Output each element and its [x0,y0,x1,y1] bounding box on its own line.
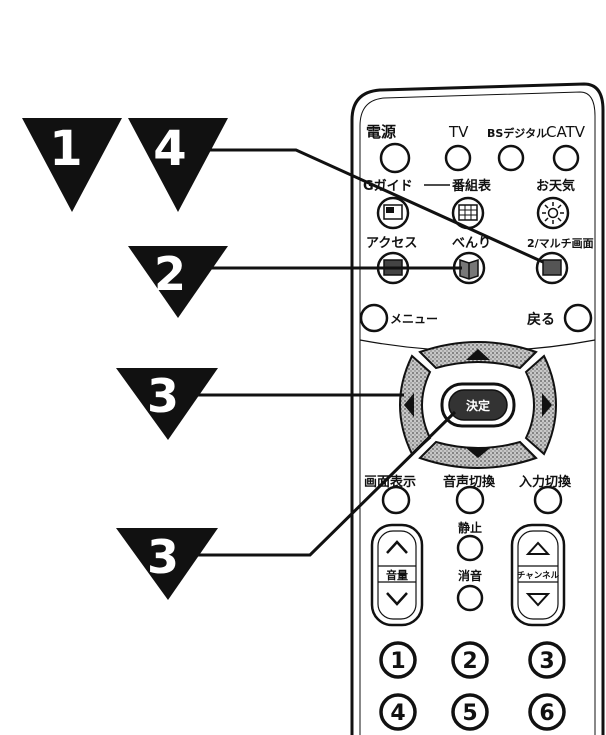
up-arrow-icon [466,349,490,360]
mute-label: 消音 [458,568,482,583]
step-4-marker: 4 [128,118,228,212]
number-key-5-label: 5 [462,701,477,726]
catv-button[interactable] [552,144,580,172]
tv-button[interactable] [444,144,472,172]
volume-label: 音量 [386,568,408,582]
down-arrow-icon [466,448,490,458]
step-2-marker: 2 [128,246,228,318]
book-icon [459,258,479,280]
audio-switch-button[interactable] [455,485,485,515]
channel-down-icon [525,593,551,607]
back-label: 戻る [526,311,555,328]
gguide-button[interactable] [376,196,410,230]
step-1-number: 1 [49,121,82,177]
audio-switch-label: 音声切換 [443,474,496,490]
number-key-6[interactable]: 6 [528,693,566,731]
number-key-2[interactable]: 2 [451,641,489,679]
display-label: 画面表示 [364,474,416,490]
benri-label: べんり [452,236,491,251]
left-arrow-icon [404,393,414,417]
tv-label: TV [448,123,469,141]
right-arrow-icon [542,393,552,417]
volume-up-icon [386,540,408,554]
mute-button[interactable] [456,584,484,612]
channel-rocker[interactable]: チャンネル [510,523,566,627]
sun-icon [542,202,564,224]
power-label: 電源 [366,123,396,141]
freeze-label: 静止 [458,520,482,535]
number-key-5[interactable]: 5 [451,693,489,731]
input-switch-label: 入力切換 [519,474,572,490]
number-key-1[interactable]: 1 [379,641,417,679]
weather-button[interactable] [536,196,570,230]
access-label: アクセス [366,236,417,251]
step-2-number: 2 [154,247,186,301]
step-4-number: 4 [153,121,186,177]
step-1-marker: 1 [22,118,122,212]
number-key-4-label: 4 [390,701,405,726]
callout-lines [194,148,544,557]
display-button[interactable] [381,485,411,515]
back-button[interactable] [563,303,593,333]
volume-rocker[interactable]: 音量 [370,523,424,627]
catv-label: CATV [546,123,586,141]
step-4-leader-line [196,148,544,264]
gguide-label: Gガイド [363,179,413,194]
step-3-leader-line-b [196,410,457,557]
number-key-2-label: 2 [462,649,477,674]
direction-pad [399,341,557,469]
number-key-3-label: 3 [539,649,554,674]
step-3b-number: 3 [147,530,179,584]
step-3a-number: 3 [147,369,179,423]
multi-screen-label: 2/マルチ画面 [527,237,594,250]
enter-button[interactable]: 決定 [440,382,516,428]
right-arrow-button[interactable] [524,354,557,456]
program-table-label: 番組表 [451,178,492,194]
volume-down-icon [386,592,408,606]
number-key-3[interactable]: 3 [528,641,566,679]
power-button[interactable] [379,142,411,174]
freeze-button[interactable] [456,534,484,562]
enter-label: 決定 [466,398,490,413]
number-key-4[interactable]: 4 [379,693,417,731]
channel-up-icon [525,541,551,555]
number-key-6-label: 6 [539,701,554,726]
bs-digital-label: BSデジタル [487,126,547,140]
weather-label: お天気 [536,178,575,194]
menu-label: メニュー [390,312,438,326]
benri-button[interactable] [452,251,486,285]
multi-screen-button[interactable] [535,251,569,285]
number-key-1-label: 1 [390,649,405,674]
bs-digital-button[interactable] [497,144,525,172]
step-3b-marker: 3 [116,528,218,600]
input-switch-button[interactable] [533,485,563,515]
step-3a-marker: 3 [116,368,218,440]
channel-label: チャンネル [517,570,560,581]
menu-button[interactable] [359,303,389,333]
program-table-button[interactable] [451,196,485,230]
